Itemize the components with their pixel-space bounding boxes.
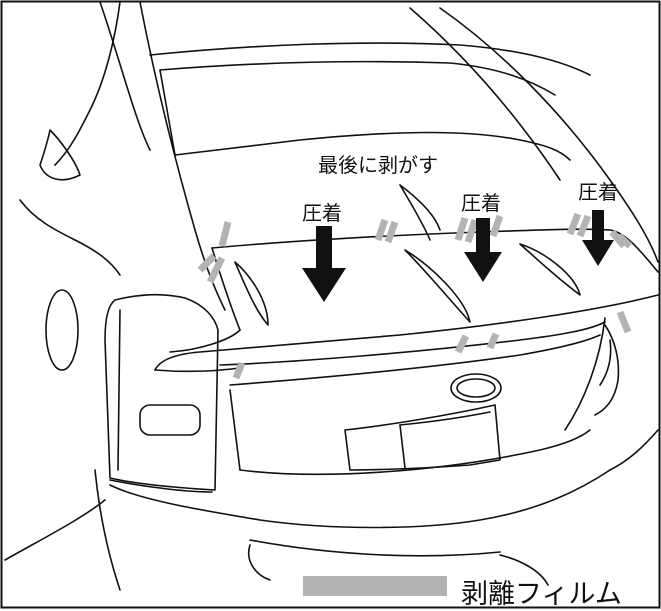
press-label-2: 圧着 — [461, 191, 501, 215]
peel-last-label: 最後に剥がす — [318, 153, 438, 177]
legend-film-label: 剥離フィルム — [461, 579, 622, 610]
press-arrows — [302, 210, 614, 302]
car-body-lines — [4, 1, 659, 591]
release-film-strips — [197, 212, 633, 380]
press-label-3: 圧着 — [578, 180, 618, 204]
press-label-1: 圧着 — [302, 201, 342, 225]
press-arrow-2 — [464, 218, 502, 282]
press-arrow-1 — [302, 226, 346, 302]
legend-film-swatch — [303, 576, 447, 596]
press-arrow-3 — [582, 210, 614, 266]
